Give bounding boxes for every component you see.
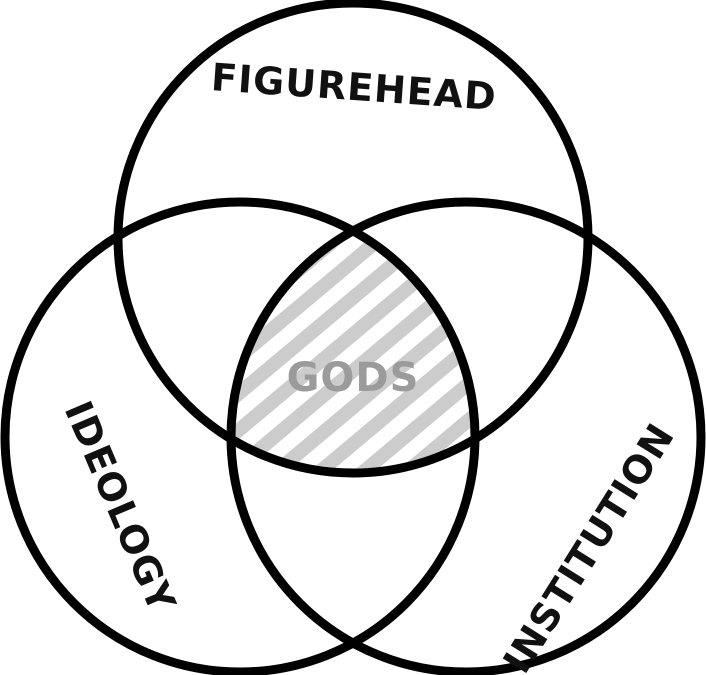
intersection-clip-left xyxy=(231,202,475,473)
ideology-label: IDEOLOGY xyxy=(56,395,184,619)
intersection-clip-top xyxy=(231,202,475,473)
ideology-circle xyxy=(0,197,480,675)
institution-circle xyxy=(226,197,706,675)
gods-intersection-region xyxy=(231,202,475,473)
gods-label: GODS xyxy=(287,355,420,401)
figurehead-label: FIGUREHEAD xyxy=(210,55,498,119)
